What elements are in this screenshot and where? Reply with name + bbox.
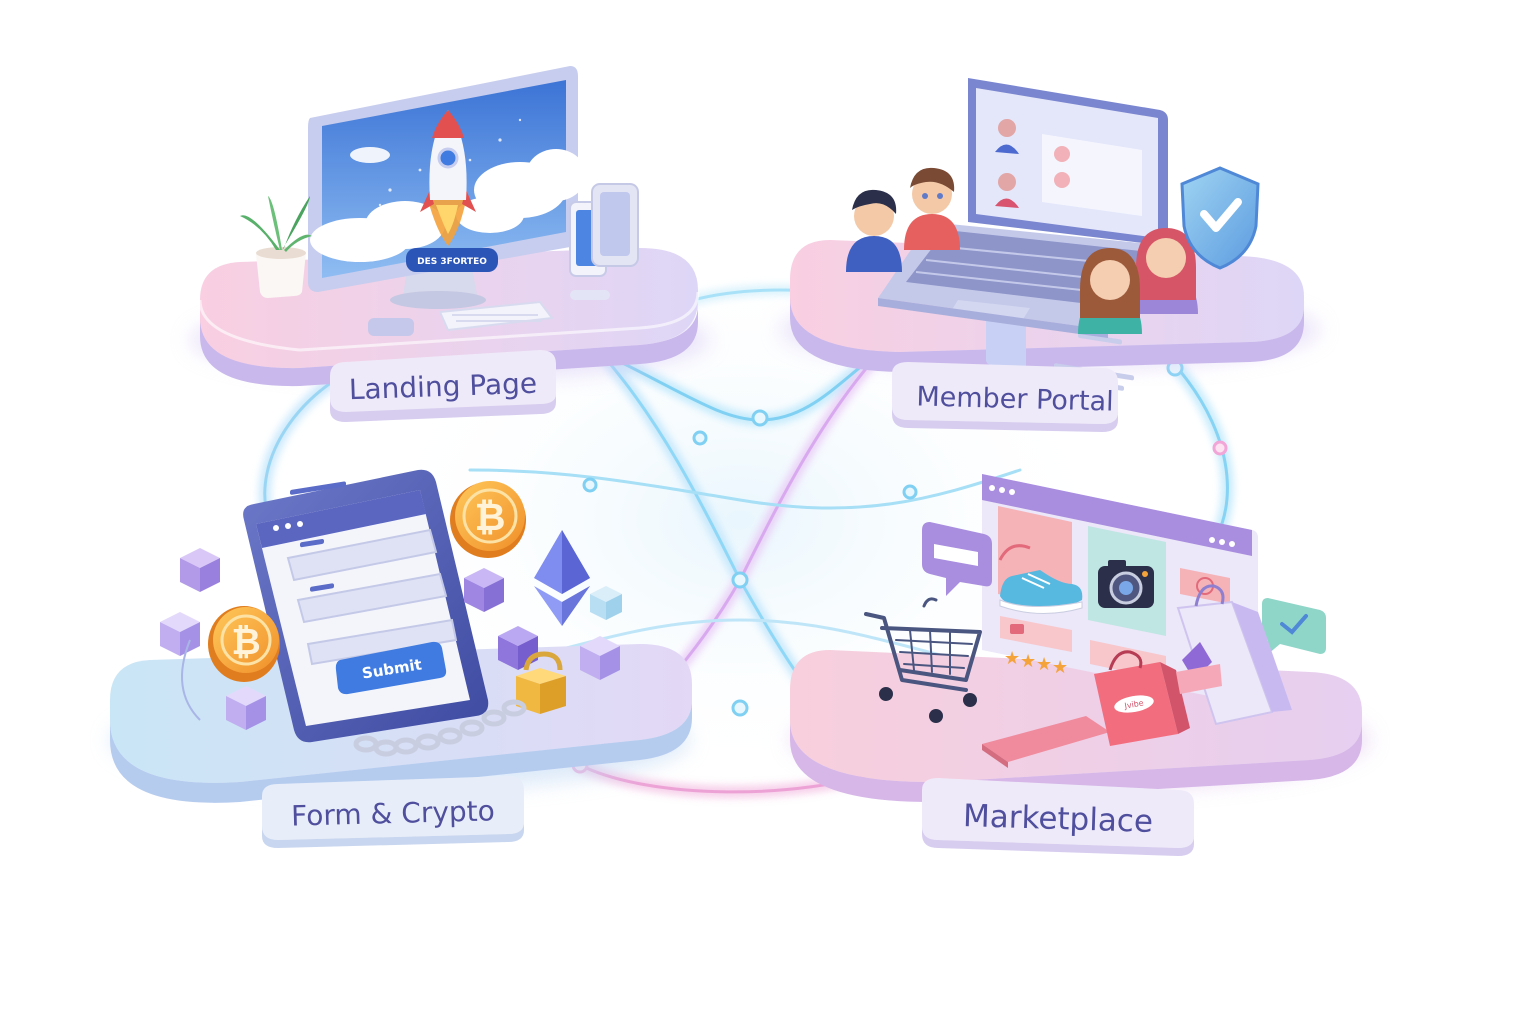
module-marketplace: ★ ★ ★ ★ bbox=[790, 474, 1370, 856]
chain-icon bbox=[353, 699, 527, 757]
avatar-icon bbox=[904, 167, 960, 250]
bitcoin-icon: ₿ bbox=[208, 606, 280, 682]
avatar-icon bbox=[995, 119, 1019, 208]
trackpad bbox=[368, 318, 414, 336]
star-icon: ★ bbox=[1020, 651, 1036, 672]
get-started-label: DES 3FORTEO bbox=[417, 257, 487, 267]
chat-bubble-icon bbox=[922, 522, 992, 596]
shopping-cart-icon bbox=[864, 597, 982, 692]
module-form-crypto: Submit ₿ ₿ bbox=[110, 469, 692, 848]
form-crypto-label-plaque bbox=[262, 776, 524, 840]
ethereum-icon bbox=[534, 530, 590, 626]
cart-wheel bbox=[963, 693, 977, 707]
form-tablet: Submit bbox=[243, 469, 489, 743]
padlock-icon bbox=[516, 651, 566, 714]
form-field[interactable] bbox=[306, 583, 458, 666]
avatar-icon bbox=[846, 189, 902, 272]
module-landing-page: DES 3FORTEO Landing Page bbox=[190, 66, 710, 422]
rocket-icon bbox=[420, 110, 476, 246]
form-crypto-label: Form & Crypto bbox=[291, 794, 495, 832]
price-tag-icon bbox=[1176, 642, 1222, 694]
marketplace-label: Marketplace bbox=[963, 798, 1154, 840]
rating-stars: ★ ★ ★ ★ bbox=[1004, 648, 1068, 678]
star-icon: ★ bbox=[1036, 654, 1052, 675]
shopping-bag-icon: Jvibe bbox=[1094, 650, 1190, 746]
module-member-portal: Member Portal bbox=[780, 78, 1320, 432]
mouse bbox=[570, 290, 610, 300]
form-field[interactable] bbox=[286, 481, 438, 582]
svg-text:₿: ₿ bbox=[475, 495, 506, 539]
landing-page-label: Landing Page bbox=[348, 367, 537, 407]
member-portal-label-plaque bbox=[892, 362, 1118, 424]
cloud-decoration bbox=[310, 147, 586, 262]
cart-wheel bbox=[929, 709, 943, 723]
plant-icon bbox=[240, 196, 312, 298]
avatar-icon bbox=[1134, 228, 1198, 314]
bag-brand-label: Jvibe bbox=[1123, 698, 1145, 710]
submit-button[interactable] bbox=[335, 641, 447, 695]
chat-bubble-icon bbox=[1262, 598, 1326, 654]
cart-wheel bbox=[879, 687, 893, 701]
member-portal-label: Member Portal bbox=[916, 381, 1114, 417]
sneaker-icon bbox=[999, 570, 1083, 614]
blockchain-cubes bbox=[160, 548, 622, 730]
form-field[interactable] bbox=[296, 538, 448, 624]
desktop-monitor: DES 3FORTEO bbox=[308, 66, 586, 309]
svg-text:₿: ₿ bbox=[231, 622, 260, 663]
flat-tablet bbox=[982, 716, 1110, 762]
landing-page-label-plaque bbox=[330, 350, 556, 414]
avatar-icon bbox=[1078, 248, 1142, 334]
profile-card-2 bbox=[986, 316, 1026, 370]
star-icon: ★ bbox=[1052, 657, 1068, 678]
bitcoin-icon: ₿ bbox=[450, 481, 526, 558]
get-started-button[interactable] bbox=[406, 248, 498, 272]
shield-check-icon bbox=[1180, 166, 1260, 270]
connector-mid-horizontal bbox=[468, 468, 1022, 510]
camera-icon bbox=[1098, 560, 1154, 608]
marketplace-label-plaque bbox=[922, 778, 1194, 848]
star-icon: ★ bbox=[1004, 648, 1020, 669]
